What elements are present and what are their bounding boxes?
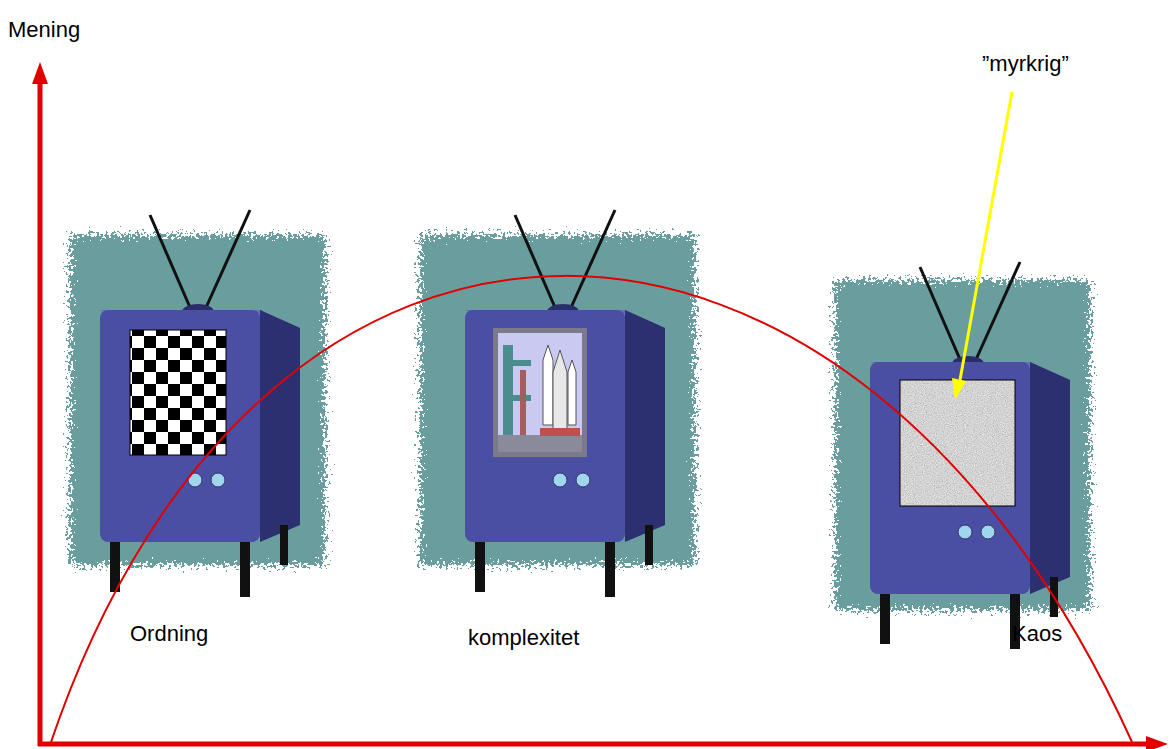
screen-frame bbox=[900, 380, 1015, 506]
rocket-screen bbox=[493, 328, 587, 457]
category-label: Ordning bbox=[130, 622, 208, 646]
tv-set bbox=[465, 210, 665, 597]
axis-label: Mening bbox=[8, 18, 80, 42]
x-axis bbox=[38, 742, 1150, 747]
y-axis bbox=[38, 80, 43, 746]
checkerboard-screen bbox=[130, 330, 226, 455]
leader-arrow bbox=[960, 92, 1012, 380]
tv-set bbox=[100, 210, 300, 597]
meaning-curve bbox=[50, 276, 1132, 745]
category-label: Kaos bbox=[1012, 622, 1062, 646]
static-noise-screen bbox=[900, 380, 1015, 506]
callout-label: ”myrkrig” bbox=[982, 52, 1069, 76]
axis-arrowhead bbox=[32, 62, 48, 84]
leader-arrowhead bbox=[952, 378, 966, 400]
axis-arrowhead bbox=[1146, 736, 1168, 749]
category-label: komplexitet bbox=[468, 626, 579, 650]
